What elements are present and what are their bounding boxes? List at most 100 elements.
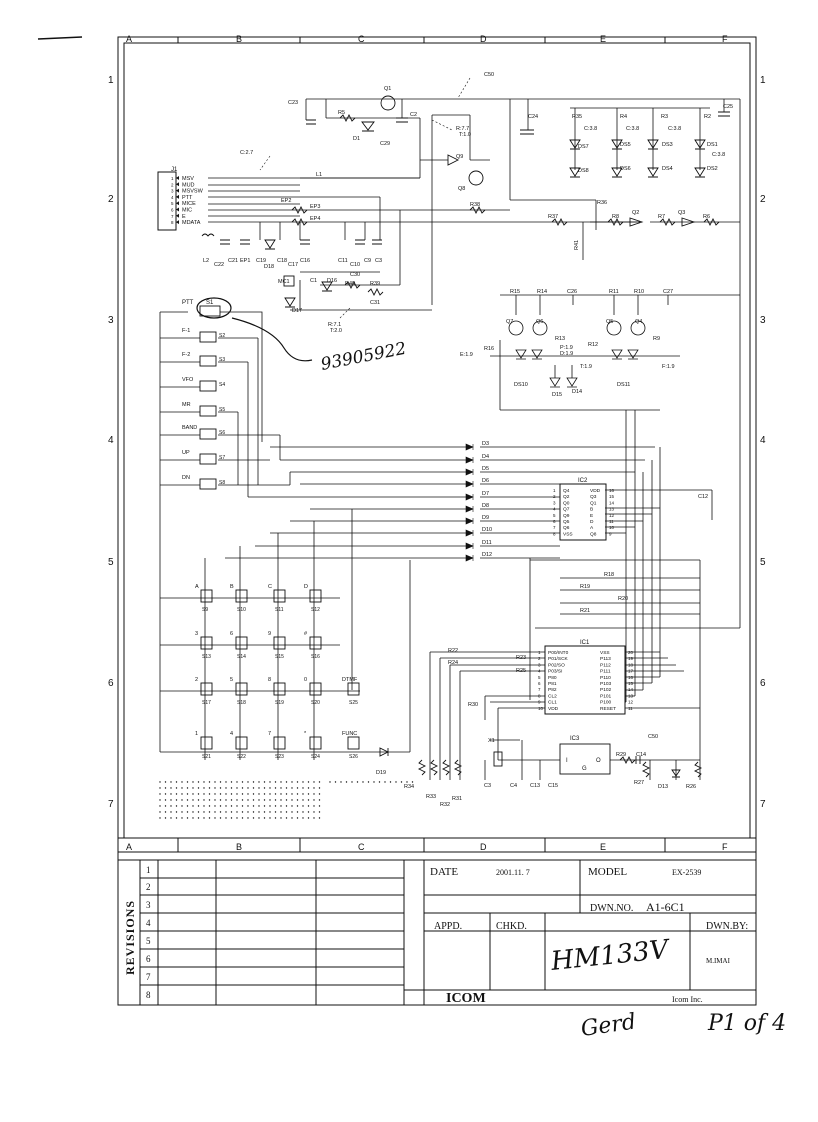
ic1-pin-name: CL2 [548, 693, 557, 699]
date-label: DATE [430, 866, 458, 878]
test-dot [159, 799, 161, 801]
test-dot [214, 799, 216, 801]
test-dot [269, 811, 271, 813]
test-dot [252, 799, 255, 801]
ic1-pin-name: P02/SO [548, 662, 565, 668]
svg-text:R11: R11 [609, 289, 619, 295]
key-ref: S17 [202, 700, 211, 706]
svg-text:C23: C23 [288, 100, 298, 106]
test-dot [258, 817, 260, 819]
test-dot [241, 799, 244, 801]
dwn-by-label: DWN.BY: [706, 921, 748, 932]
ic2-pin-number: 2 [553, 494, 556, 499]
svg-text:DS6: DS6 [620, 166, 631, 172]
switch-ref: S6 [219, 430, 225, 436]
test-dot [186, 811, 189, 813]
key-ref: S13 [202, 654, 211, 660]
chkd-label: CHKD. [496, 921, 527, 932]
switch-function-label: F-1 [182, 328, 190, 334]
keypad-switch: AS9 [195, 584, 213, 613]
key-body [235, 682, 248, 696]
connector-pin-number: 8 [171, 220, 174, 225]
test-dot [263, 781, 266, 783]
test-dot [318, 799, 321, 801]
ic1-pin-name: P00/INT0 [548, 650, 569, 656]
ic2-pin-name: Q5 [563, 519, 570, 525]
pullup-resistors: R18 R19 R20 R21 [580, 572, 628, 614]
company-inc: Icom Inc. [672, 995, 703, 1004]
ic2-ref: IC2 [578, 478, 588, 484]
diode-icon [465, 517, 474, 525]
key-body [200, 589, 213, 603]
test-dot [214, 781, 216, 783]
diode-ref: D3 [482, 441, 489, 447]
svg-text:C10: C10 [350, 262, 360, 268]
ic1-pin-number: 3 [538, 662, 541, 667]
test-dot [318, 781, 321, 783]
test-dot [219, 793, 222, 795]
svg-text:C21: C21 [228, 258, 238, 264]
svg-text:R16: R16 [484, 346, 494, 352]
svg-text:MC1: MC1 [278, 279, 290, 285]
diode-ref: D9 [482, 515, 489, 521]
svg-text:C19: C19 [256, 258, 266, 264]
svg-text:C25: C25 [723, 104, 733, 110]
svg-text:C30: C30 [350, 272, 360, 278]
switch-body [199, 380, 217, 392]
ic1-resistor-labels: R22 R23 R24 R25 R30 [448, 648, 526, 708]
test-dot [247, 793, 249, 795]
matrix-diode: D4 [465, 454, 489, 464]
svg-text:R15: R15 [510, 289, 520, 295]
diode-ref: D7 [482, 491, 489, 497]
pin-arrow-icon [176, 201, 179, 206]
ic1-pin-number: 19 [628, 656, 634, 661]
test-dot [263, 805, 266, 807]
test-dot [296, 787, 299, 789]
svg-text:Q5: Q5 [606, 319, 613, 325]
test-dot [411, 781, 414, 783]
ic2-pin-number: 3 [553, 500, 556, 505]
svg-text:D18: D18 [264, 264, 274, 270]
svg-text:R23: R23 [516, 655, 526, 661]
column-label: F [722, 34, 728, 44]
svg-text:C14: C14 [636, 752, 646, 758]
revisions-label: REVISIONS [123, 900, 137, 975]
voltage-labels-top: C50 R:7.7 T:1.0 C:2.7 C:3.8 C:3.8 C:3.8 … [240, 72, 725, 334]
key-body [347, 736, 360, 750]
test-dot [208, 811, 211, 813]
ic1-pin-name: P103 [600, 681, 612, 687]
test-dot [230, 805, 233, 807]
test-dot [175, 799, 178, 801]
switch-function-label: F-2 [182, 352, 190, 358]
ic1-pin-name: P112 [600, 662, 611, 668]
key-label: 8 [268, 677, 271, 683]
test-dot [197, 805, 200, 807]
revision-row-number: 8 [146, 990, 151, 1000]
ic3-in: I [566, 758, 568, 764]
side-switch: F-1S2 [182, 328, 225, 343]
connector-pin-name: PTT [182, 195, 193, 201]
test-dot [313, 805, 315, 807]
key-label: 2 [195, 677, 198, 683]
test-dot [236, 799, 238, 801]
ic2-pin-name: Q8 [590, 531, 597, 537]
svg-text:Q2: Q2 [632, 210, 639, 216]
svg-text:Q9: Q9 [456, 154, 463, 160]
test-dot [192, 793, 194, 795]
svg-text:C27: C27 [663, 289, 673, 295]
svg-text:D15: D15 [552, 392, 562, 398]
revision-row-number: 6 [146, 954, 151, 964]
test-dot [219, 787, 222, 789]
key-label: 6 [230, 631, 233, 637]
test-dot [252, 787, 255, 789]
test-dot [318, 817, 321, 819]
test-dot [225, 805, 227, 807]
ic2-pin-number: 11 [609, 519, 614, 524]
